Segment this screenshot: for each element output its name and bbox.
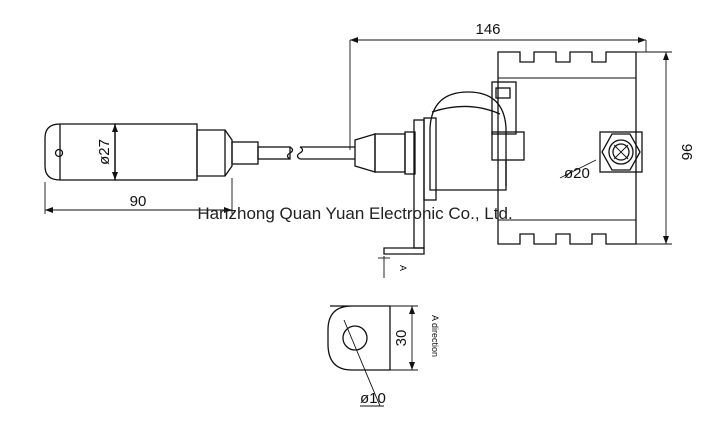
dim-height: 96 (678, 144, 695, 161)
view-title: A direction (430, 315, 440, 357)
probe-body (44, 123, 291, 181)
dim-bolt-diameter: ø20 (564, 165, 590, 182)
dim-total-length: 146 (475, 21, 500, 38)
bracket-view (327, 305, 418, 407)
view-marker-label: A (398, 265, 408, 271)
dimension-90 (44, 178, 233, 214)
watermark-text: Hanzhong Quan Yuan Electronic Co., Ltd. (197, 204, 512, 223)
mounting-block (497, 51, 643, 245)
dim-bracket-height: 30 (393, 330, 410, 347)
dim-probe-diameter: ø27 (96, 139, 113, 165)
connector-assembly (354, 81, 525, 255)
dimension-146 (349, 37, 647, 150)
cable (286, 146, 355, 160)
bolt (559, 131, 643, 179)
dimension-27 (112, 124, 118, 180)
dim-hole-diameter: ø10 (360, 390, 386, 407)
dim-probe-length: 90 (130, 193, 147, 210)
dimension-96 (636, 51, 672, 245)
view-marker (378, 256, 390, 278)
